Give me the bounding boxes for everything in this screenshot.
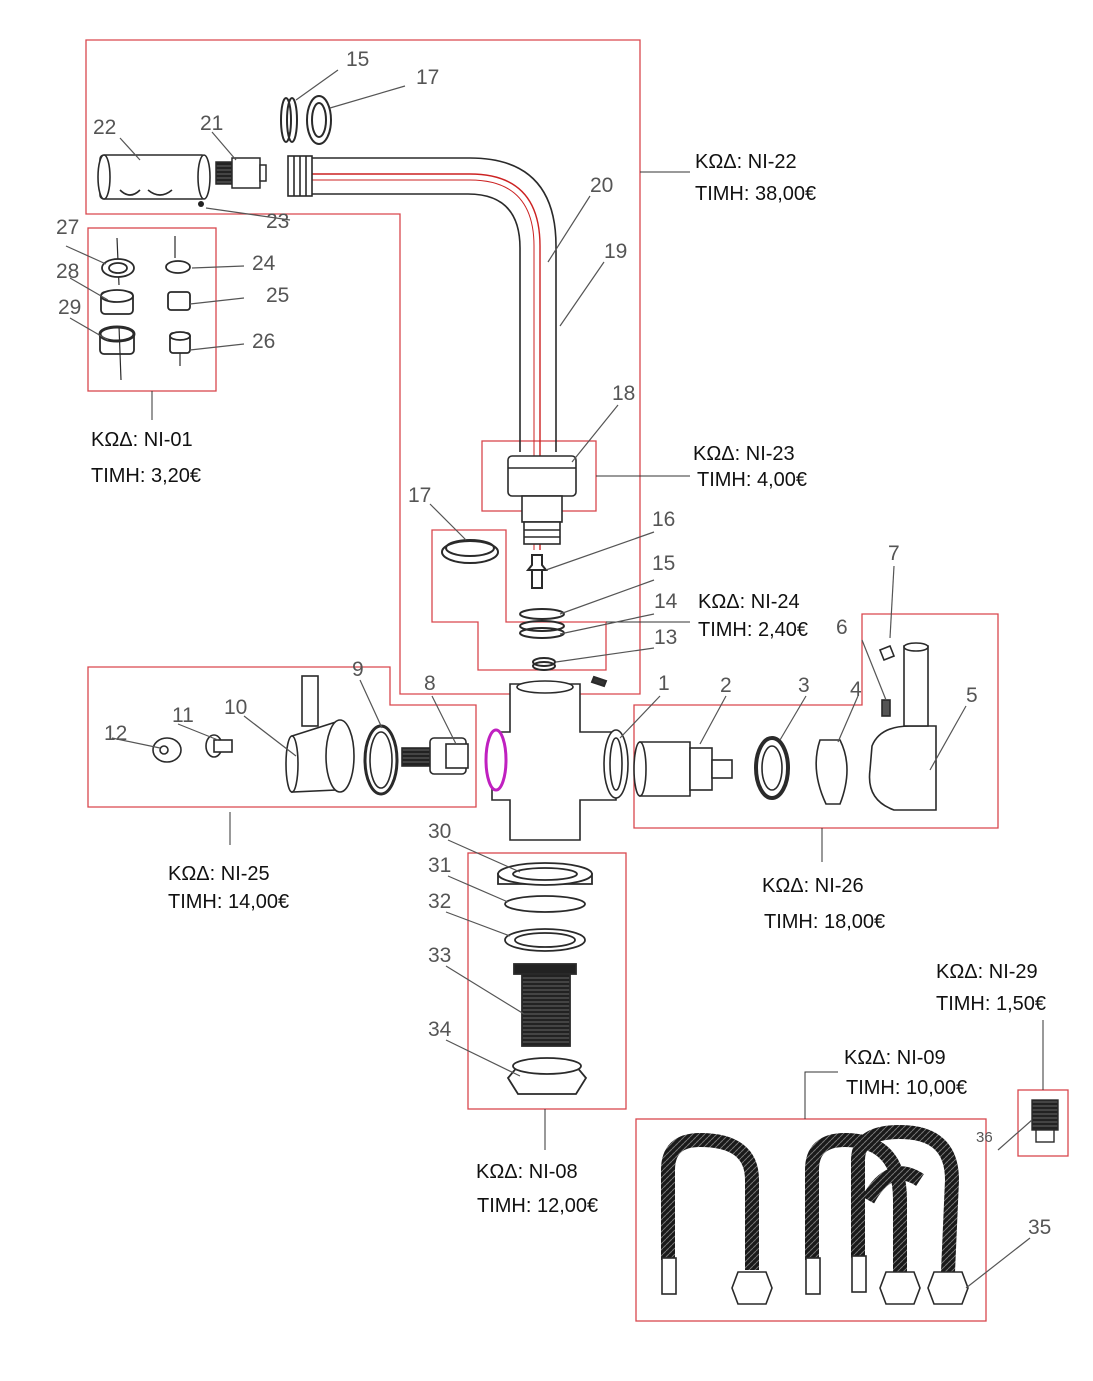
part-number: 17 xyxy=(408,484,431,507)
part-number: 22 xyxy=(93,116,116,139)
kit-price: ΤΙΜΗ: 3,20€ xyxy=(91,465,202,487)
part-number: 4 xyxy=(850,678,862,701)
kit-price: ΤΙΜΗ: 18,00€ xyxy=(764,911,886,933)
part-number: 19 xyxy=(604,240,627,263)
kit-price: ΤΙΜΗ: 12,00€ xyxy=(477,1195,599,1217)
part-number: 36 xyxy=(976,1129,993,1146)
part-number: 29 xyxy=(58,296,81,319)
kit-code: ΚΩΔ: NI-25 xyxy=(168,863,270,885)
kit-price: ΤΙΜΗ: 4,00€ xyxy=(697,469,808,491)
part-number: 13 xyxy=(654,626,677,649)
part-number: 23 xyxy=(266,210,289,233)
kit-price: ΤΙΜΗ: 10,00€ xyxy=(846,1077,968,1099)
part-number: 26 xyxy=(252,330,275,353)
part-number: 10 xyxy=(224,696,247,719)
part-number: 17 xyxy=(416,66,439,89)
aerator-cylinder xyxy=(97,154,211,200)
frame-ni22 xyxy=(85,39,641,695)
part-number: 20 xyxy=(590,174,613,197)
spout-pipe xyxy=(287,155,557,550)
part-number: 32 xyxy=(428,890,451,913)
top-rings xyxy=(280,95,332,145)
aerator-parts xyxy=(98,236,191,381)
kit-price: ΤΙΜΗ: 14,00€ xyxy=(168,891,290,913)
frame-ni09 xyxy=(635,1118,987,1322)
hose-fittings xyxy=(661,1255,969,1305)
part-number: 6 xyxy=(836,616,848,639)
part-number: 15 xyxy=(652,552,675,575)
part-number: 5 xyxy=(966,684,978,707)
part-number: 16 xyxy=(652,508,675,531)
spout-connector xyxy=(215,157,267,189)
frame-ni24 xyxy=(431,529,607,671)
faucet-body xyxy=(484,680,629,841)
part-number: 35 xyxy=(1028,1216,1051,1239)
part-number: 18 xyxy=(612,382,635,405)
adapter-36 xyxy=(1031,1099,1059,1143)
left-handle-parts xyxy=(152,675,469,796)
part-number: 34 xyxy=(428,1018,452,1041)
part-numbers: 15 17 22 21 20 23 19 27 24 28 25 29 26 1… xyxy=(56,48,1051,1239)
part-number: 30 xyxy=(428,820,451,843)
kit-code: ΚΩΔ: NI-26 xyxy=(762,875,864,897)
part-number: 7 xyxy=(888,542,900,565)
swivel-parts xyxy=(441,539,608,688)
screw-23 xyxy=(198,201,204,207)
frame-ni26 xyxy=(633,613,999,829)
part-number: 28 xyxy=(56,260,79,283)
right-handle-parts xyxy=(633,642,937,811)
kit-price: ΤΙΜΗ: 2,40€ xyxy=(698,619,809,641)
frame-ni08 xyxy=(467,852,627,1110)
kit-code: ΚΩΔ: NI-22 xyxy=(695,151,797,173)
kit-code: ΚΩΔ: NI-09 xyxy=(844,1047,946,1069)
frame-ni25 xyxy=(87,666,477,808)
part-number: 9 xyxy=(352,658,364,681)
kit-code: ΚΩΔ: NI-23 xyxy=(693,443,795,465)
kit-leaders xyxy=(151,171,1044,1150)
supply-hoses xyxy=(661,1124,960,1273)
part-number: 14 xyxy=(654,590,678,613)
kit-price: ΤΙΜΗ: 38,00€ xyxy=(695,183,817,205)
kit-code: ΚΩΔ: NI-29 xyxy=(936,961,1038,983)
part-number: 27 xyxy=(56,216,79,239)
part-number: 24 xyxy=(252,252,276,275)
part-number: 8 xyxy=(424,672,436,695)
part-number: 21 xyxy=(200,112,223,135)
kit-code: ΚΩΔ: NI-01 xyxy=(91,429,193,451)
kit-code: ΚΩΔ: NI-08 xyxy=(476,1161,578,1183)
part-number: 15 xyxy=(346,48,369,71)
part-number: 25 xyxy=(266,284,289,307)
part-number: 11 xyxy=(172,704,194,727)
part-number: 33 xyxy=(428,944,451,967)
base-mount-parts xyxy=(497,862,593,1095)
part-number: 3 xyxy=(798,674,810,697)
part-number: 1 xyxy=(658,672,670,695)
kit-code: ΚΩΔ: NI-24 xyxy=(698,591,800,613)
part-leaders xyxy=(65,69,1033,1289)
kit-price: ΤΙΜΗ: 1,50€ xyxy=(936,993,1047,1015)
part-number: 31 xyxy=(428,854,451,877)
part-number: 2 xyxy=(720,674,732,697)
spout-collar xyxy=(507,455,577,545)
part-number: 12 xyxy=(104,722,127,745)
